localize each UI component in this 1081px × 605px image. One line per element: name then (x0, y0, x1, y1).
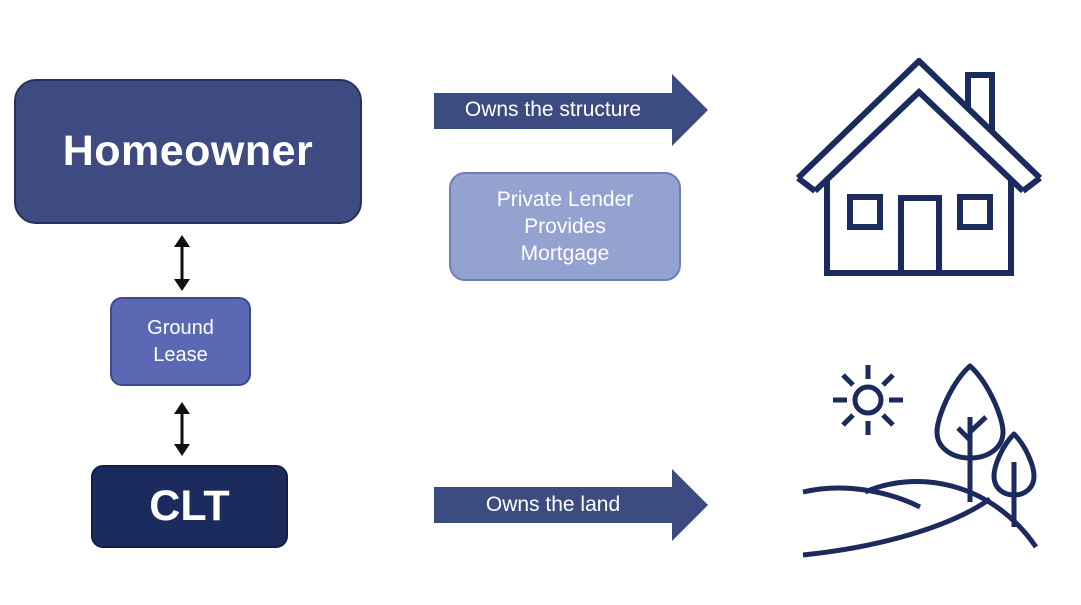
private-lender-box: Private Lender Provides Mortgage (449, 172, 681, 281)
arrow-land-label: Owns the land (485, 493, 621, 516)
homeowner-box: Homeowner (14, 79, 362, 224)
clt-box: CLT (91, 465, 288, 548)
ground-lease-line2: Lease (153, 343, 208, 366)
sun-icon (833, 365, 903, 435)
double-arrow-icon (174, 402, 190, 456)
clt-label: CLT (149, 482, 230, 530)
arrow-owns-structure: Owns the structure (434, 74, 708, 146)
lender-line1: Private Lender (496, 188, 634, 211)
house-icon (795, 58, 1043, 276)
double-arrow-icon (174, 235, 190, 291)
lender-line3: Mortgage (520, 242, 610, 265)
lender-line2: Provides (524, 215, 606, 238)
homeowner-label: Homeowner (62, 127, 314, 175)
ground-lease-box: Ground Lease (110, 297, 251, 386)
right-arrow-icon (434, 74, 708, 146)
right-arrow-icon (434, 469, 708, 541)
arrow-structure-label: Owns the structure (464, 98, 642, 121)
arrow-owns-land: Owns the land (434, 469, 708, 541)
tree-icon (934, 363, 1006, 502)
landscape-icon (802, 363, 1039, 558)
tree-icon (991, 431, 1037, 527)
ground-lease-line1: Ground (147, 316, 214, 339)
